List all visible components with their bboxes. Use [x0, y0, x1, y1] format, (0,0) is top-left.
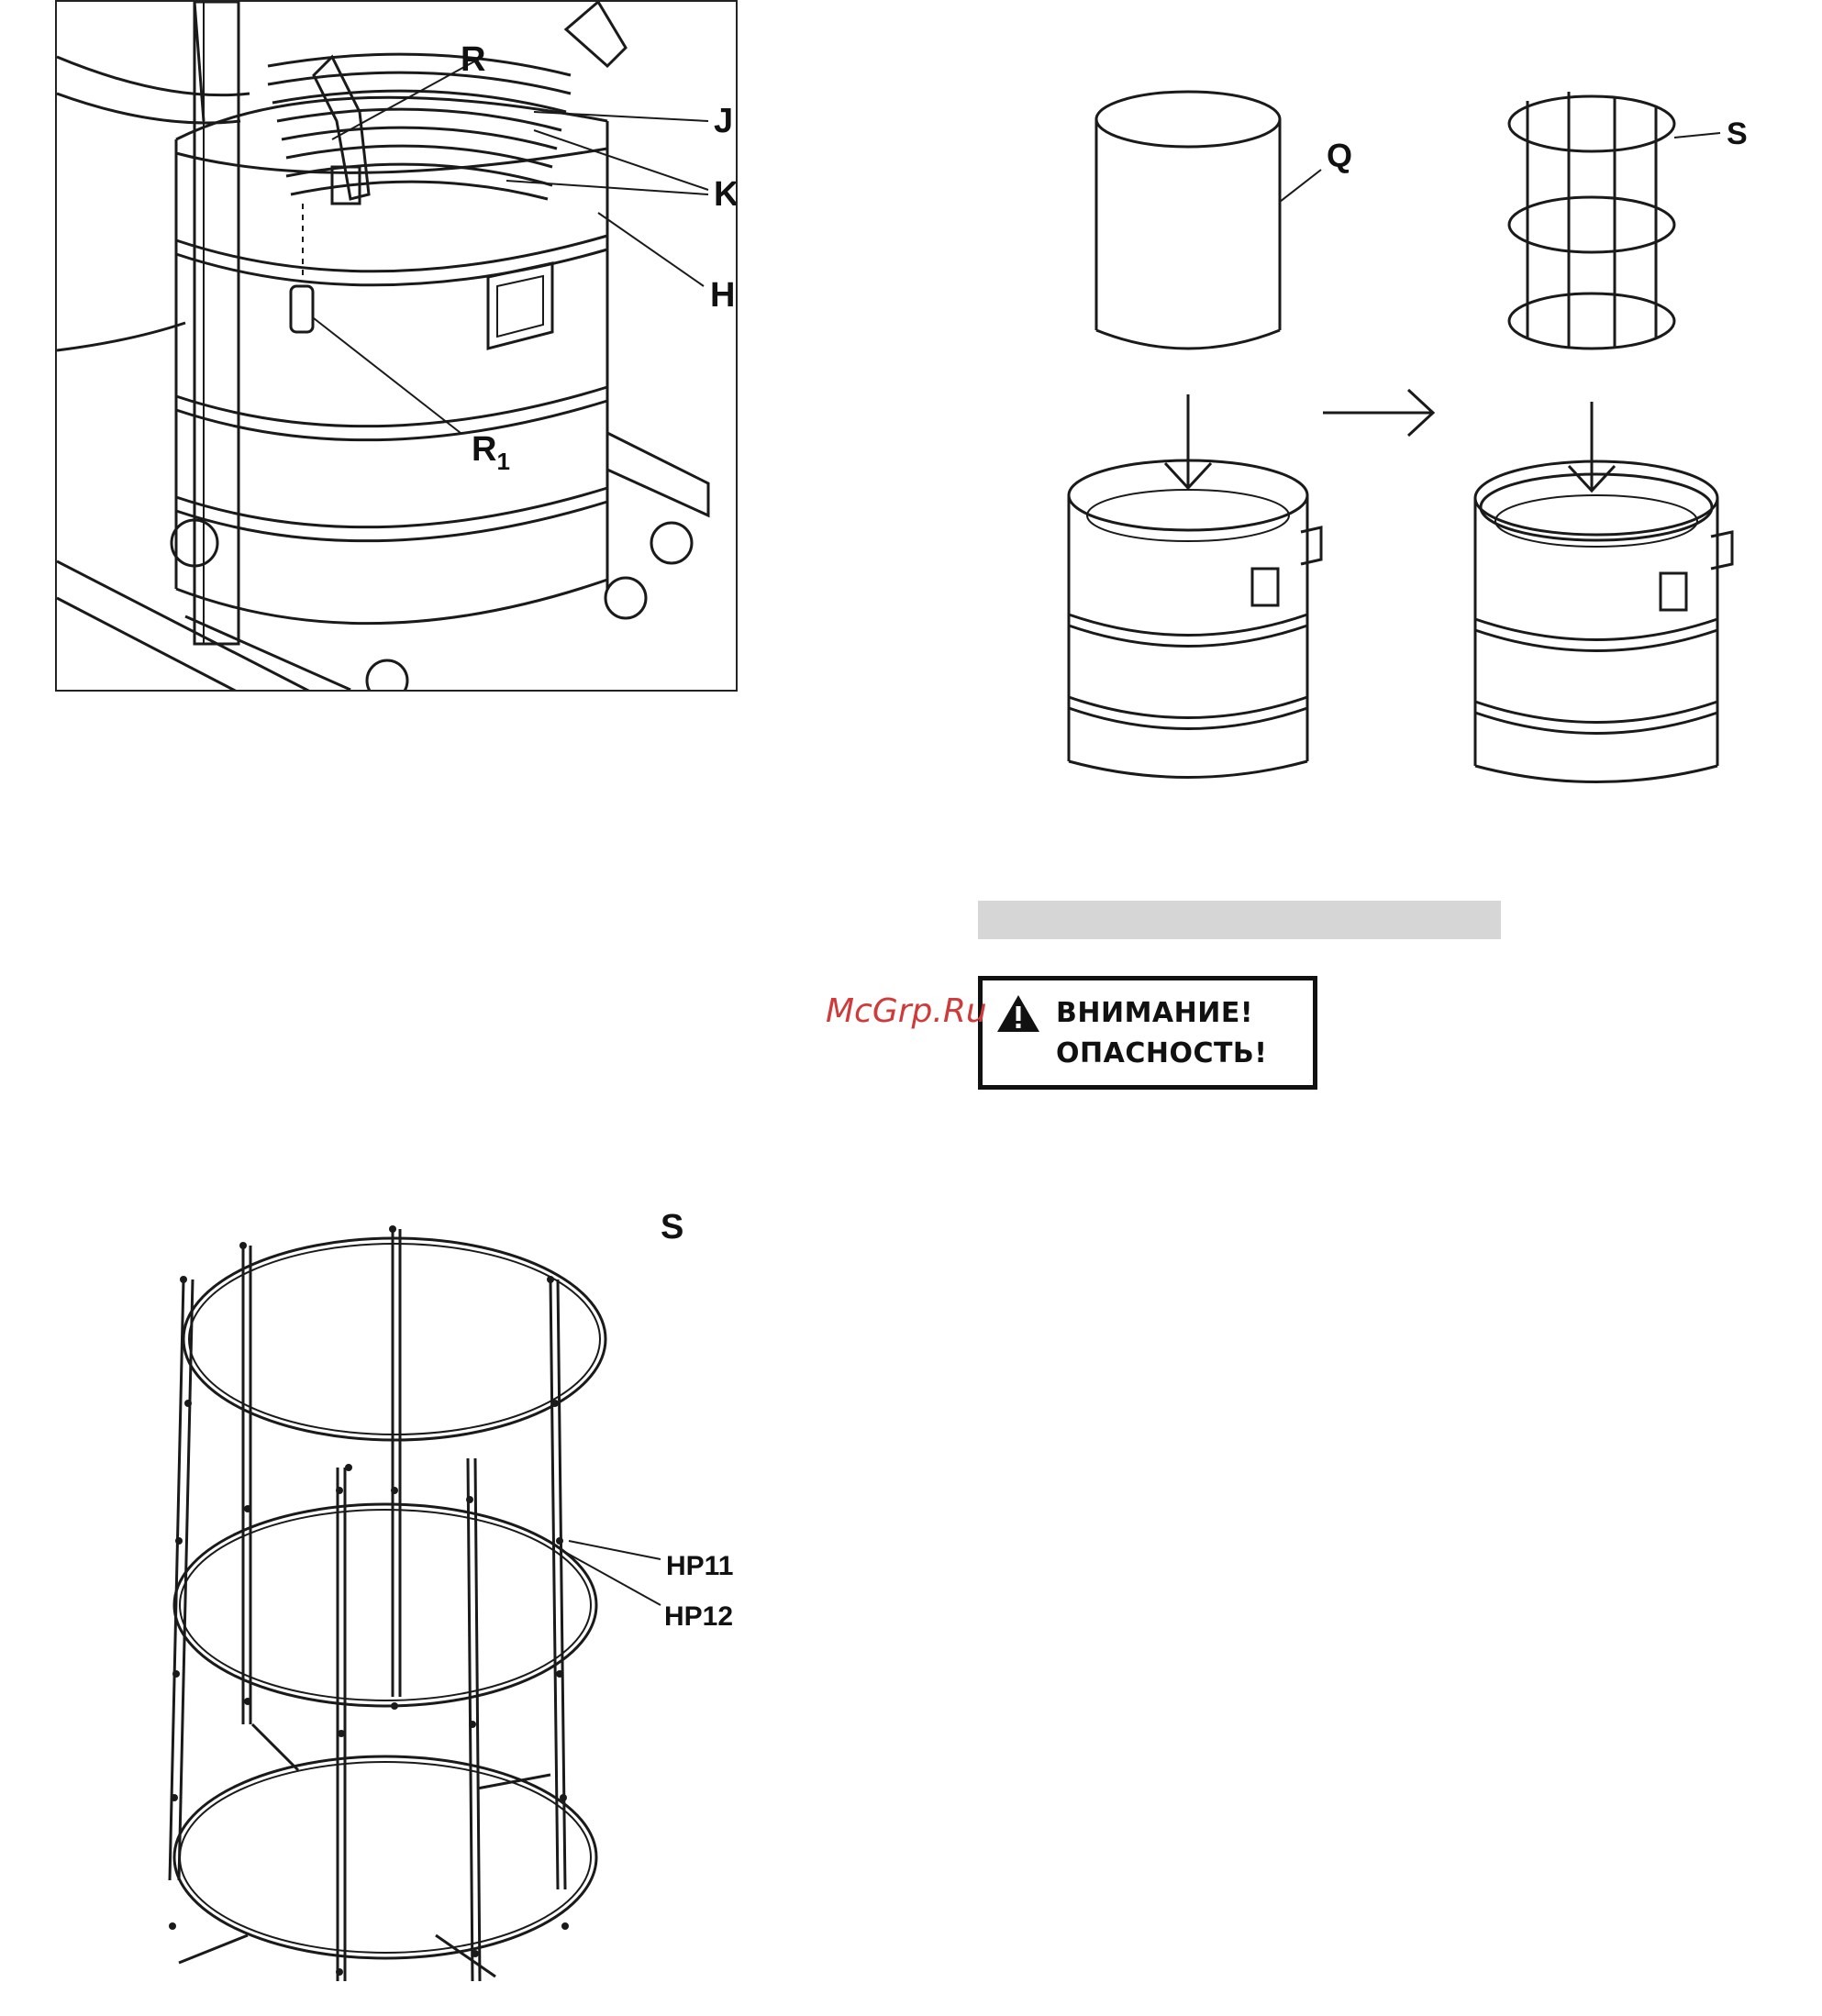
warning-triangle-icon [995, 993, 1041, 1034]
label-r1: R1 [472, 430, 510, 475]
label-r: R [461, 40, 485, 79]
section-header-bar [978, 901, 1501, 939]
cage-figure: S HP11 HP12 [119, 1174, 780, 1999]
watermark: McGrp.Ru [826, 992, 987, 1030]
label-hp12: HP12 [664, 1601, 733, 1632]
label-j: J [714, 102, 733, 140]
label-h: H [710, 276, 735, 315]
pin-dots [169, 1225, 569, 1976]
label-s: S [661, 1208, 683, 1246]
label-r1-sub: 1 [496, 448, 509, 475]
label-r1-main: R [472, 430, 496, 469]
bag-and-cage-drawing: Q S [1055, 46, 1798, 789]
label-s-small: S [1727, 116, 1748, 151]
warning-box: ВНИМАНИЕ! ОПАСНОСТЬ! [978, 976, 1317, 1090]
assembly-figure-top-right: Q S [1055, 46, 1798, 789]
warning-line-2: ОПАСНОСТЬ! [1056, 1034, 1267, 1074]
assembly-figure-top-left: R J K H R1 [55, 0, 738, 692]
label-k: K [714, 175, 738, 214]
label-q: Q [1327, 137, 1352, 174]
warning-line-1: ВНИМАНИЕ! [1056, 993, 1267, 1034]
label-hp11: HP11 [666, 1551, 733, 1581]
collector-drawing: R J K H R1 [57, 2, 738, 692]
cage-drawing: S HP11 HP12 [119, 1174, 780, 1999]
